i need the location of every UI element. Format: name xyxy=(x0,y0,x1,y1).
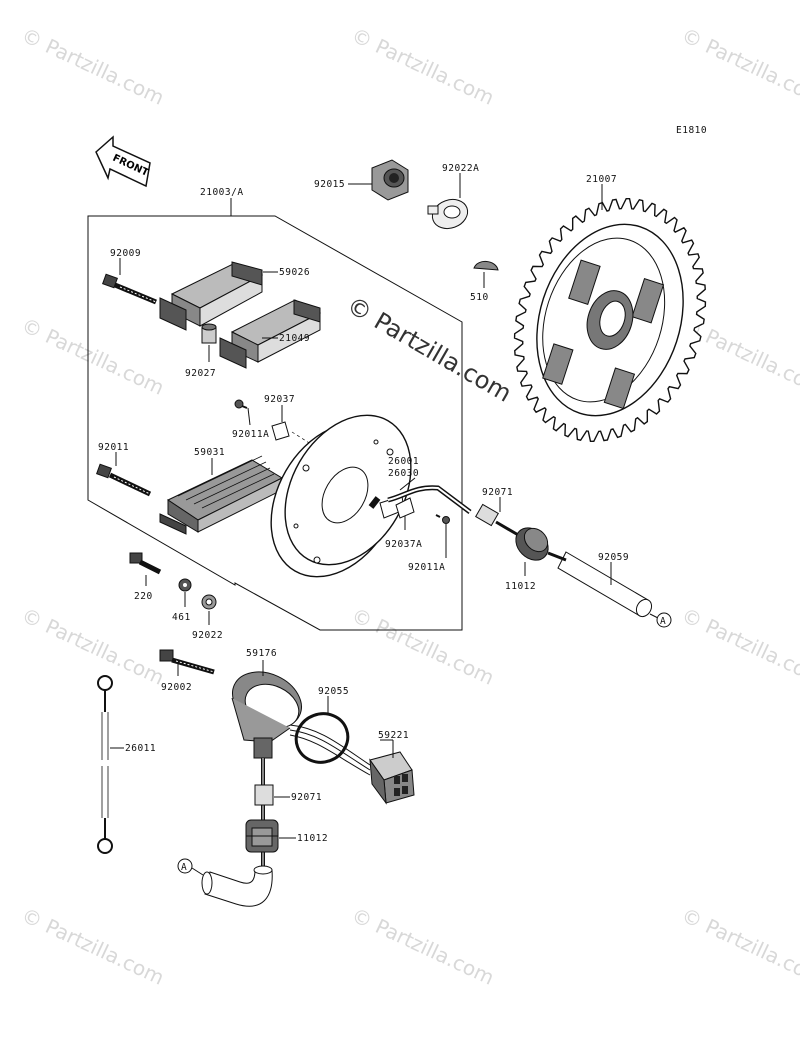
callout-92071-bottom: 92071 xyxy=(291,792,322,803)
screw-92011A-icon xyxy=(234,399,248,409)
callout-26011: 26011 xyxy=(125,743,156,754)
callout-92022A: 92022A xyxy=(442,163,479,174)
washer-92022A-icon xyxy=(427,198,469,230)
bolt-220-icon xyxy=(129,552,162,575)
callout-59031: 59031 xyxy=(194,447,225,458)
collar-92027-icon xyxy=(201,323,217,344)
callout-21003A: 21003/A xyxy=(200,187,244,198)
clamp-92037-icon xyxy=(271,421,290,441)
watermark-center: © Partzilla.com xyxy=(342,291,516,408)
watermark: © Partzilla.com xyxy=(18,23,168,110)
ref-A-left: A xyxy=(181,862,187,873)
callout-92037A: 92037A xyxy=(385,539,422,550)
watermark: © Partzilla.com xyxy=(18,603,168,690)
callout-26030: 26030 xyxy=(388,468,419,479)
grommet-92071-right-icon xyxy=(475,503,499,527)
rectifier-59026-icon xyxy=(159,261,264,331)
callout-92071-right: 92071 xyxy=(482,487,513,498)
watermark: © Partzilla.com xyxy=(348,23,498,110)
tube-92059-icon xyxy=(547,551,653,618)
callout-92037: 92037 xyxy=(264,394,295,405)
ref-A-right: A xyxy=(660,616,666,627)
watermark: © Partzilla.com xyxy=(678,23,800,110)
callout-92011A-bottom: 92011A xyxy=(408,562,445,573)
watermark: © Partzilla.com xyxy=(18,903,168,990)
assembly-outline xyxy=(87,215,463,631)
callout-92027: 92027 xyxy=(185,368,216,379)
screw-92011A-bottom-icon xyxy=(435,514,450,524)
callout-92002: 92002 xyxy=(161,682,192,693)
diagram-code: E1810 xyxy=(676,125,707,136)
front-arrow-icon: FRONT xyxy=(95,135,151,188)
callout-510: 510 xyxy=(470,292,489,303)
callout-59026: 59026 xyxy=(279,267,310,278)
callout-26001: 26001 xyxy=(388,456,419,467)
oring-92055-icon xyxy=(294,712,350,764)
callout-92022: 92022 xyxy=(192,630,223,641)
watermark: © Partzilla.com xyxy=(348,603,498,690)
stator-26001-icon xyxy=(270,414,472,578)
callout-59221: 59221 xyxy=(378,730,409,741)
rectifier-21049-icon xyxy=(219,299,322,369)
watermark: © Partzilla.com xyxy=(678,903,800,990)
callout-220: 220 xyxy=(134,591,153,602)
regulator-59031-icon xyxy=(159,455,284,535)
washer-461-icon xyxy=(178,578,192,592)
elbow-tube-icon xyxy=(201,865,273,907)
nut-92015-icon xyxy=(371,159,409,201)
nut-11012-bottom-icon xyxy=(245,819,279,853)
callout-59176: 59176 xyxy=(246,648,277,659)
callout-92011: 92011 xyxy=(98,442,129,453)
callout-92009: 92009 xyxy=(110,248,141,259)
flywheel-21007-icon xyxy=(513,197,707,443)
bolt-92002-icon xyxy=(159,649,215,675)
key-510-icon xyxy=(473,261,499,271)
nut-11012-right-icon xyxy=(515,527,549,561)
callout-92055: 92055 xyxy=(318,686,349,697)
connector-59221-icon xyxy=(369,751,415,805)
watermark: © Partzilla.com xyxy=(678,603,800,690)
callout-461: 461 xyxy=(172,612,191,623)
bolt-92009-icon xyxy=(102,273,157,305)
watermark: © Partzilla.com xyxy=(18,313,168,400)
callout-11012-bottom: 11012 xyxy=(297,833,328,844)
bolt-92011-icon xyxy=(96,463,152,497)
callout-92011A-top: 92011A xyxy=(232,429,269,440)
watermark: © Partzilla.com xyxy=(348,903,498,990)
callout-11012-right: 11012 xyxy=(505,581,536,592)
callout-21007: 21007 xyxy=(586,174,617,185)
callout-92015: 92015 xyxy=(314,179,345,190)
grommet-92071-bottom-icon xyxy=(254,784,274,806)
cap-59176-icon xyxy=(231,671,302,759)
callout-92059: 92059 xyxy=(598,552,629,563)
callout-21049: 21049 xyxy=(279,333,310,344)
washer-92022-icon xyxy=(201,594,217,610)
clamp-92037A-icon xyxy=(395,497,415,519)
wire-26011-icon xyxy=(97,675,113,854)
